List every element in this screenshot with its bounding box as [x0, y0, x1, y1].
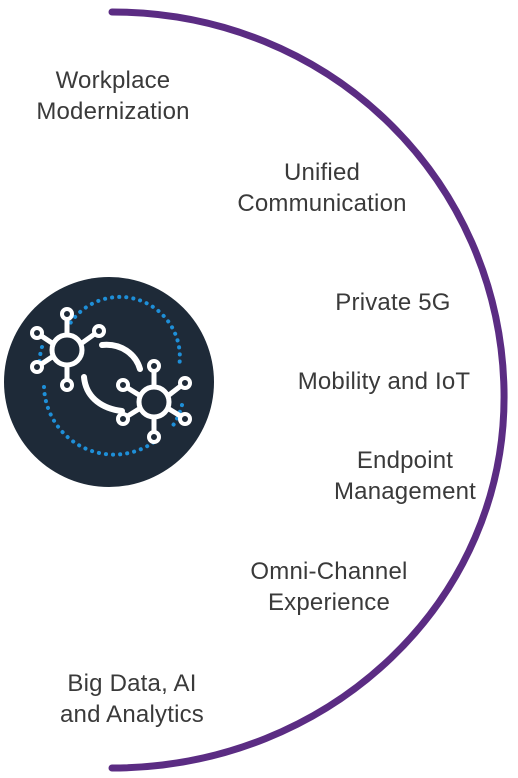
item-line: Private 5G [335, 289, 451, 316]
item-line: Communication [237, 190, 407, 217]
item-endpoint-management: Endpoint Management [320, 445, 490, 507]
item-line: Big Data, AI [67, 670, 197, 697]
item-line: and Analytics [59, 701, 205, 728]
item-workplace-modernization: Workplace Modernization [18, 65, 208, 127]
item-private-5g: Private 5G [318, 287, 468, 318]
item-line: Omni-Channel [250, 558, 408, 585]
network-nodes-icon [30, 294, 192, 457]
badge-circle [4, 277, 214, 487]
item-line: Modernization [36, 98, 190, 125]
item-line: Experience [267, 589, 391, 616]
item-line: Endpoint [356, 447, 454, 474]
item-big-data-ai-analytics: Big Data, AI and Analytics [42, 668, 222, 730]
item-mobility-iot: Mobility and IoT [282, 366, 486, 397]
item-line: Unified [283, 159, 361, 186]
item-omni-channel-experience: Omni-Channel Experience [234, 556, 424, 618]
network-badge [4, 277, 214, 487]
item-line: Mobility and IoT [297, 368, 471, 395]
item-line: Workplace [55, 67, 171, 94]
item-line: Management [333, 478, 477, 505]
item-unified-communication: Unified Communication [222, 157, 422, 219]
